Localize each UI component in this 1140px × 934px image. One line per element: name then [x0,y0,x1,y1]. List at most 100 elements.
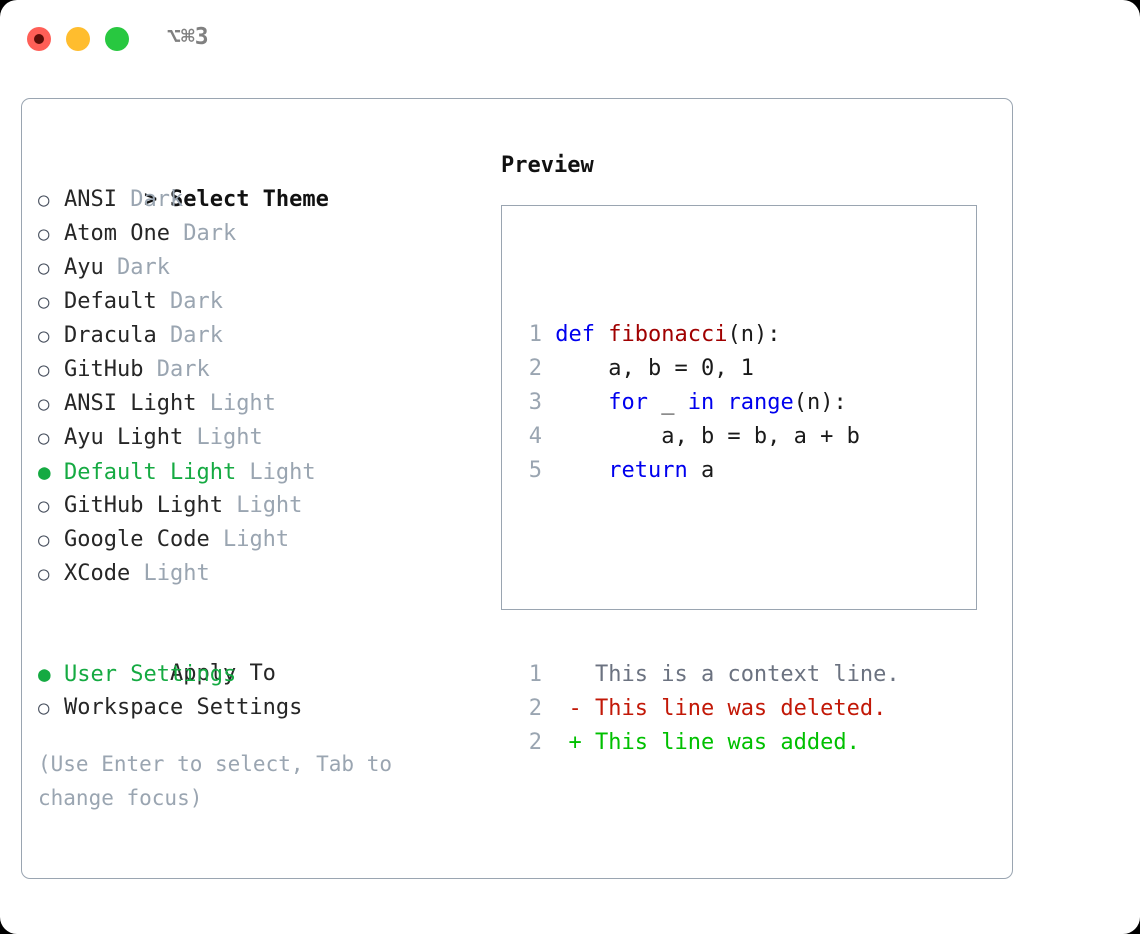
code-line-number: 3 [528,390,542,415]
code-token: _ [647,390,688,415]
code-token: a, b = 0, 1 [555,356,754,381]
theme-option-github[interactable]: ○ GitHub Dark [38,353,478,387]
theme-option-label: ANSI Light [64,391,197,416]
theme-option-tag: Dark [116,187,184,212]
theme-option-tag: Dark [103,255,170,280]
code-line-number: 4 [528,424,542,449]
theme-option-tag: Light [196,391,276,416]
diff-sign: - [568,696,582,721]
code-token: a, b = b, a + b [555,424,860,449]
preview-column: Preview 1 def fibonacci(n):2 a, b = 0, 1… [501,149,1001,755]
diff-lines: 1 This is a context line.2 - This line w… [514,658,900,760]
apply-to-heading-label: Apply To [169,661,276,686]
maximize-button[interactable] [105,27,129,51]
code-line-number: 2 [528,356,542,381]
theme-option-tag: Dark [156,323,223,348]
theme-option-google-code[interactable]: ○ Google Code Light [38,523,478,557]
window-controls [27,27,129,51]
theme-option-github-light[interactable]: ○GitHub Light Light [38,489,478,523]
code-token: a [687,458,715,483]
diff-line-number: 1 [528,662,542,687]
section-spacer [38,591,478,623]
radio-unselected-icon: ○ [38,529,50,551]
theme-option-label: GitHub [64,357,144,382]
radio-unselected-icon: ○ [38,563,50,585]
radio-unselected-icon: ○ [38,291,50,313]
radio-unselected-icon: ○ [38,393,50,415]
close-button[interactable] [27,27,51,51]
code-token: in [687,390,715,415]
code-token: for [608,390,648,415]
theme-option-label: Default Light [64,460,237,485]
diff-line: 2 + This line was added. [514,726,900,760]
code-line-number: 1 [528,322,542,347]
diff-text: This line was added. [581,730,860,755]
keyboard-hint-text: (Use Enter to select, Tab to change focu… [38,752,393,810]
code-token: (n): [793,390,847,415]
diff-text: This line was deleted. [581,696,887,721]
theme-option-label: Default [64,289,157,314]
code-diff-separator [514,556,900,590]
theme-option-label: GitHub Light [64,493,223,518]
apply-to-list: ●User Settings ○ Workspace Settings [38,657,478,725]
code-line: 4 a, b = b, a + b [514,420,900,454]
theme-option-ansi-light[interactable]: ○ ANSI Light Light [38,387,478,421]
radio-selected-icon: ● [38,460,51,484]
theme-option-ayu-light[interactable]: ○Ayu Light Light [38,421,478,455]
theme-option-atom-one[interactable]: ○Atom One Dark [38,217,478,251]
hint-spacer [38,725,478,747]
apply-to-option-label: Workspace Settings [64,695,303,720]
theme-option-dracula[interactable]: ○ Dracula Dark [38,319,478,353]
theme-option-label: Dracula [64,323,157,348]
theme-picker-column: >Select Theme ○ANSI Dark○Atom One Dark○A… [38,149,478,815]
theme-option-tag: Light [236,460,316,485]
radio-unselected-icon: ○ [38,697,50,719]
minimize-button[interactable] [66,27,90,51]
keyboard-shortcut-label: ⌥⌘3 [167,24,209,50]
theme-option-default[interactable]: ○ Default Dark [38,285,478,319]
theme-option-tag: Light [209,527,290,552]
code-line-number: 5 [528,458,542,483]
radio-unselected-icon: ○ [38,189,50,211]
diff-sign [569,662,582,687]
theme-option-xcode[interactable]: ○ XCode Light [38,557,478,591]
code-token: def [555,322,609,347]
prompt-caret-icon: > [143,187,158,212]
theme-list: ○ANSI Dark○Atom One Dark○Ayu Dark○Defaul… [38,183,478,591]
code-line: 1 def fibonacci(n): [514,318,900,352]
theme-option-label: ANSI [64,187,117,212]
radio-unselected-icon: ○ [38,325,50,347]
preview-title: Preview [501,153,594,178]
theme-option-ayu[interactable]: ○Ayu Dark [38,251,478,285]
theme-option-label: Atom One [64,221,170,246]
apply-to-option-workspace-settings[interactable]: ○ Workspace Settings [38,691,478,725]
theme-option-ansi[interactable]: ○ ANSI Dark [38,183,478,217]
theme-option-label: XCode [64,561,131,586]
select-theme-heading-label: Select Theme [169,187,329,212]
diff-sign: + [568,730,582,755]
code-line: 5 return a [514,454,900,488]
theme-option-tag: Light [222,493,303,518]
radio-unselected-icon: ○ [38,359,50,381]
theme-option-tag: Light [130,561,210,586]
code-line: 2 a, b = 0, 1 [514,352,900,386]
diff-line: 2 - This line was deleted. [514,692,900,726]
theme-option-label: Ayu [64,255,104,280]
theme-option-tag: Dark [156,289,223,314]
theme-option-tag: Light [183,425,263,450]
code-line: 3 for _ in range(n): [514,386,900,420]
code-token: return [608,458,688,483]
apply-to-option-user-settings[interactable]: ●User Settings [38,657,478,691]
apply-to-heading: ○Apply To [38,623,478,686]
theme-option-label: Google Code [64,527,210,552]
theme-option-default-light[interactable]: ● Default Light Light [38,455,478,489]
code-token: range [727,390,794,415]
theme-option-tag: Dark [143,357,210,382]
code-token [555,390,608,415]
diff-line-number: 2 [528,696,542,721]
code-token: (n): [727,322,781,347]
radio-unselected-icon: ○ [38,427,50,449]
